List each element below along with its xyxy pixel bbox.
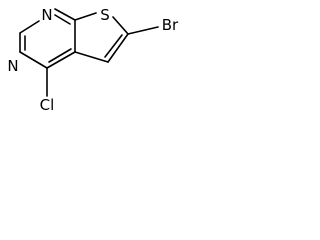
bond-c4-c4a-double [48, 48, 72, 63]
atom-label-br: Br [162, 16, 179, 34]
bonds [19, 8, 159, 97]
bond-c7a-n1-double [54, 14, 71, 25]
atom-label-cl: Cl [40, 96, 55, 114]
bond-c7a-n1 [54, 8, 76, 21]
bond-c6-c5 [107, 33, 129, 63]
structure-canvas: N N S Br Cl [0, 0, 190, 138]
bond-n3-c4 [19, 51, 48, 69]
atom-label-n1: N [41, 6, 52, 24]
bond-n1-c2 [19, 20, 40, 34]
bond-s-c6 [112, 16, 129, 35]
bond-c5-c4a [74, 51, 109, 63]
bond-c6-c5-double [104, 34, 123, 58]
bond-c7a-s [74, 12, 97, 21]
bond-c4-c4a [46, 51, 76, 69]
atom-labels: N N S Br Cl [7, 6, 179, 114]
bond-c6-br [127, 26, 159, 35]
atom-label-n3: N [7, 57, 18, 75]
molecule-structure: N N S Br Cl [7, 6, 179, 114]
atom-label-s: S [100, 6, 110, 24]
